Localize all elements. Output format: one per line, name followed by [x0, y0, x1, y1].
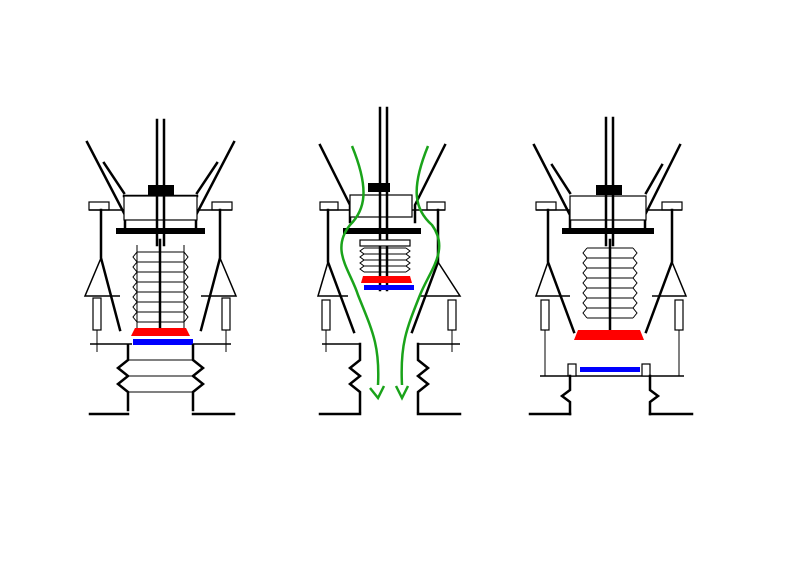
panel-valve-closed [83, 118, 238, 416]
panel-valve-open-flow [316, 106, 462, 416]
panel-valve-retracted [528, 116, 694, 416]
